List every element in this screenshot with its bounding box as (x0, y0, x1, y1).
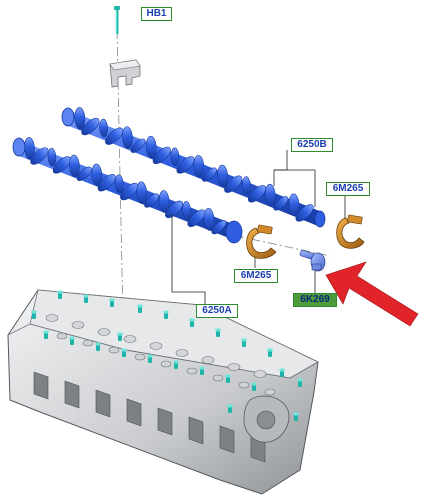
intake-camshaft-icon (12, 136, 243, 244)
label-hb1: HB1 (141, 7, 172, 21)
red-arrow-icon (325, 261, 419, 327)
callout-leaders (171, 150, 346, 305)
label-camshaft-sensor: 6K269 (293, 293, 337, 307)
label-intake-camshaft: 6250A (196, 304, 238, 318)
label-reluctor-ring-left: 6M265 (234, 269, 278, 283)
top-bolt-icon (114, 6, 120, 34)
bearing-cap-icon (109, 59, 141, 88)
label-exhaust-camshaft: 6250B (291, 138, 333, 152)
reluctor-ring-right-icon (336, 214, 365, 249)
reluctor-ring-left-icon (246, 224, 277, 259)
camshaft-sensor-icon (299, 249, 326, 272)
exhaust-camshaft-icon (61, 107, 326, 228)
cylinder-head-icon (7, 289, 319, 495)
label-reluctor-ring-right: 6M265 (326, 182, 370, 196)
